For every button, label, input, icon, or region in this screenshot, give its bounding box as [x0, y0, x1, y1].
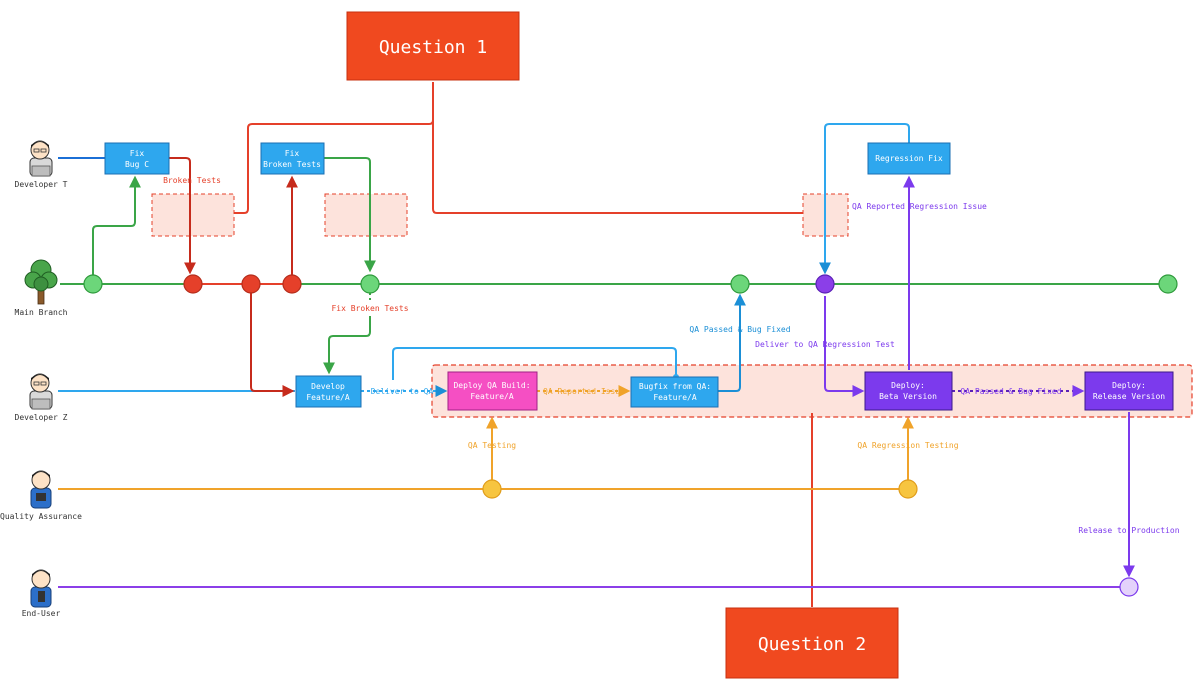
branch-to-fix-bug-c: [92, 175, 141, 276]
actor-end-user: End-User: [22, 609, 61, 618]
label-qa-passed-release: QA Passed & Bug Fixed: [960, 387, 1061, 396]
tree-icon: [24, 259, 58, 305]
actor-developer-z: Developer Z: [15, 413, 68, 422]
label-fix-broken-tests: Fix Broken Tests: [331, 304, 408, 313]
commits: [83, 274, 1178, 597]
box-bugfix-from-qa[interactable]: Bugfix from QA: Feature/A: [630, 376, 719, 408]
actor-quality-assurance: Quality Assurance: [0, 512, 82, 521]
regression-fix-merge-arrow: [819, 123, 910, 275]
question-1-box[interactable]: Question 1: [346, 11, 520, 81]
qa-node: [482, 479, 502, 499]
placeholder-box-1: [151, 193, 235, 237]
box-regression-fix[interactable]: Regression Fix: [867, 142, 951, 175]
box-develop-feature[interactable]: Develop Feature/A: [295, 375, 362, 408]
question-2-box[interactable]: Question 2: [725, 607, 899, 679]
label-qa-reported-regression: QA Reported Regression Issue: [852, 202, 987, 211]
svg-text:Feature/A: Feature/A: [470, 392, 514, 401]
label-broken-tests: Broken Tests: [163, 176, 221, 185]
commit-node: [282, 274, 302, 294]
fix-broken-to-develop: [323, 316, 371, 375]
svg-text:Develop: Develop: [311, 382, 345, 391]
svg-text:Deploy:: Deploy:: [1112, 381, 1146, 390]
commit-node: [815, 274, 835, 294]
fix-broken-merge-arrow: [324, 157, 376, 273]
label-release-to-production: Release to Production: [1078, 526, 1179, 535]
svg-text:Feature/A: Feature/A: [653, 393, 697, 402]
actor-main-branch: Main Branch: [15, 308, 68, 317]
release-node: [1119, 577, 1139, 597]
svg-text:Bug C: Bug C: [125, 160, 149, 169]
commit-node: [241, 274, 261, 294]
label-qa-regression-testing: QA Regression Testing: [857, 441, 958, 450]
to-develop-arrow: [250, 292, 295, 397]
svg-text:Deploy QA Build:: Deploy QA Build:: [453, 381, 530, 390]
developer-icon: [29, 373, 53, 410]
svg-text:Bugfix from QA:: Bugfix from QA:: [639, 382, 711, 391]
box-deploy-beta[interactable]: Deploy: Beta Version: [864, 371, 953, 411]
svg-text:Regression Fix: Regression Fix: [875, 154, 943, 163]
label-qa-reported-issue: QA Reported Issue: [543, 387, 625, 396]
qa-person-icon: [30, 470, 52, 509]
box-fix-bug-c[interactable]: Fix Bug C: [104, 142, 170, 175]
svg-text:Fix: Fix: [285, 149, 300, 158]
commit-node: [730, 274, 750, 294]
developer-icon: [29, 140, 53, 177]
svg-text:Beta Version: Beta Version: [879, 392, 937, 401]
svg-text:Feature/A: Feature/A: [306, 393, 350, 402]
commit-node: [183, 274, 203, 294]
svg-text:Broken Tests: Broken Tests: [263, 160, 321, 169]
svg-text:Fix: Fix: [130, 149, 145, 158]
commit-node: [1158, 274, 1178, 294]
label-deliver-to-qa: Deliver to QA: [371, 387, 434, 396]
label-deliver-regression: Deliver to QA Regression Test: [755, 340, 895, 349]
box-deploy-release[interactable]: Deploy: Release Version: [1084, 371, 1174, 411]
box-fix-broken-tests[interactable]: Fix Broken Tests: [260, 142, 325, 175]
deliver-regression-arrow: [824, 296, 865, 397]
commit-node: [83, 274, 103, 294]
bugfix-to-main-arrow: [718, 293, 746, 392]
box-deploy-qa-build[interactable]: Deploy QA Build: Feature/A: [447, 371, 538, 411]
svg-text:Question 2: Question 2: [758, 634, 866, 655]
svg-text:Question 1: Question 1: [379, 37, 487, 58]
label-qa-testing: QA Testing: [468, 441, 516, 450]
qa-node: [898, 479, 918, 499]
broken-tests-arrow: [169, 157, 196, 275]
end-user-icon: [30, 569, 52, 608]
placeholder-box-2: [324, 193, 408, 237]
label-qa-passed-bug-fixed: QA Passed & Bug Fixed: [689, 325, 790, 334]
actor-developer-t: Developer T: [15, 180, 68, 189]
develop-to-bugfix-loop: [392, 347, 677, 380]
commit-node: [360, 274, 380, 294]
svg-text:Deploy:: Deploy:: [891, 381, 925, 390]
svg-text:Release Version: Release Version: [1093, 392, 1165, 401]
